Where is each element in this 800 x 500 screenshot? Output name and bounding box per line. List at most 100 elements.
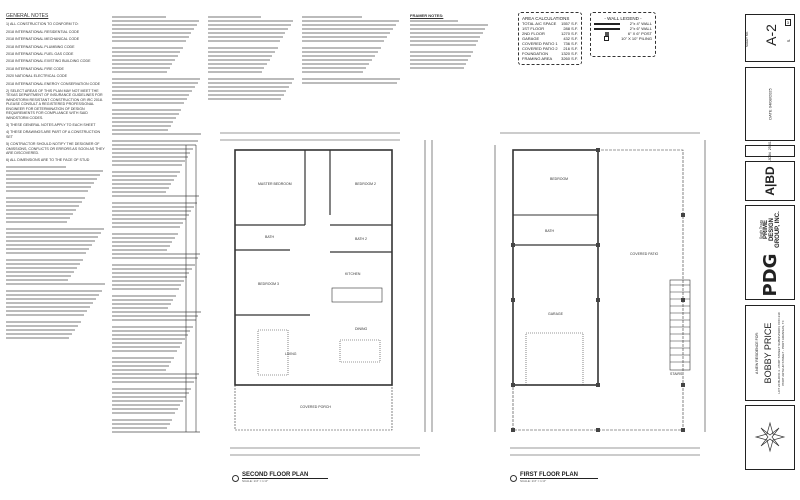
note-text-line [112,187,169,189]
note-text-line [112,164,183,166]
room-label: BEDROOM 2 [355,182,376,186]
note-text-line [112,179,175,181]
area-label: FRAMING AREA [522,56,553,61]
note-text-line [410,67,464,70]
area-label: TOTAL A/C SPACE [522,21,557,26]
general-notes: GENERAL NOTES 1) ALL CONSTRUCTION TO CON… [6,13,106,341]
legend-item: 2"x 4" WALL [629,21,652,26]
note-text-line [112,307,168,309]
note-text-line [410,28,486,31]
note-text-line [112,210,192,212]
note-text-line [302,16,362,18]
piling [511,298,515,302]
note-text-line [208,82,292,84]
note-text-line [410,44,476,47]
note-text-line [112,125,171,127]
sheet-number-box: SHEET NO. A-2 of 3 [745,14,795,62]
plan-scale: SCALE: 1/4" = 1'-0" [520,479,547,483]
note-text-line [112,412,175,414]
note-text-line [112,98,187,100]
note-text-line [112,326,193,328]
note-text-line [112,55,178,57]
note-text-line [302,82,397,84]
wall-2x6-swatch [594,27,620,30]
note-text-line [302,51,378,53]
area-value: 1320 S.F. [561,51,578,56]
note-text-line [112,36,189,38]
note-text-line [6,204,79,207]
note-text-line [112,133,202,135]
piling [596,428,600,432]
note-text-line [302,78,400,80]
note-text-line [208,16,261,18]
piling [596,243,600,247]
general-note: 2018 INTERNATIONAL PLUMBING CODE [6,44,75,49]
note-text-line [112,94,190,96]
room-label: BEDROOM [550,177,568,181]
piling [681,213,685,217]
note-text-line [112,311,202,313]
note-text-line [112,396,186,398]
note-text-line [6,216,70,219]
note-text-line [6,247,89,250]
date-label: DATE [767,109,773,120]
area-calc-title: AREA CALCULATIONS [522,16,570,21]
note-text-line [112,392,189,394]
note-text-line [208,94,284,96]
note-text-line [112,102,184,104]
general-note: 3) THESE GENERAL NOTES APPLY TO EACH SHE… [6,122,96,127]
room-label: COVERED PATIO [630,252,659,256]
area-label: GARAGE [522,36,540,41]
note-text-line [112,373,200,375]
client-box: A NEW RESIDENCE FOR: BOBBY PRICE LOT 20 … [745,305,795,401]
note-text-line [208,59,270,61]
revision-box: DATE 04/08/2025 [745,67,795,141]
note-text-line [112,32,192,34]
abd-logo: A|BD [763,166,777,196]
note-text-line [302,40,384,42]
of-label: of [787,39,790,43]
room-label: BATH [265,235,275,239]
general-note: 2) SELECT AREAS OF THIS PLAN MAY NOT MEE… [6,89,103,120]
note-text-line [6,200,82,203]
note-text-line [112,40,186,42]
note-text-line [112,233,178,235]
note-text-line [208,86,289,88]
note-text-line [112,264,195,266]
note-text-line [112,121,174,123]
note-text-line [6,266,77,269]
pdg-logo: PDG [759,253,781,296]
note-text-line [302,47,381,49]
note-text-line [6,313,84,316]
job-number: 25-01 [768,141,772,151]
area-label: COVERED PATIO 2 [522,46,558,51]
note-text-line [112,381,194,383]
general-note: 2018 INTERNATIONAL EXISTING BUILDING COD… [6,59,91,64]
note-text-line [112,408,178,410]
plan-marker-icon [232,475,239,482]
area-value: 1270 S.F. [561,31,578,36]
note-text-line [112,175,177,177]
note-text-line [6,274,71,277]
general-note: 4) THESE DRAWINGS ARE PART OF A CONSTRUC… [6,130,101,139]
general-notes-title: GENERAL NOTES [6,13,49,19]
note-text-line [112,206,194,208]
job-label: JOB# [768,152,772,161]
note-text-line [302,32,390,34]
piling-swatch [604,36,609,41]
area-value: 288 S.F. [563,26,578,31]
note-text-line [112,148,193,150]
note-text-line [6,173,100,176]
note-text-line [112,214,189,216]
note-text-line [208,24,291,26]
note-text-line [6,189,88,192]
piling [596,148,600,152]
note-text-line [6,278,68,281]
note-text-line [208,51,275,53]
note-text-line [112,404,181,406]
note-text-line [6,270,74,273]
